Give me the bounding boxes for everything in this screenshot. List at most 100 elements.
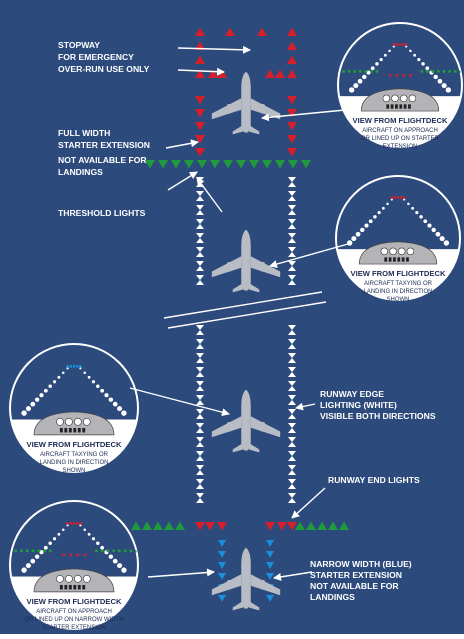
runway-edge-light	[288, 325, 296, 335]
runway-edge-light	[288, 233, 296, 243]
runway-end-light	[265, 522, 275, 531]
runway-edge-light	[196, 395, 204, 405]
runway-edge-light	[196, 205, 204, 215]
stopway-label-2: FOR EMERGENCY	[58, 52, 134, 62]
threshold-light	[317, 521, 327, 530]
stopway-label-1: STOPWAY	[58, 40, 100, 50]
arrow-icon	[291, 487, 326, 519]
arrow-icon	[147, 568, 215, 578]
runway-edge-light	[288, 479, 296, 489]
runway-edge-light	[288, 381, 296, 391]
runway-end-light	[277, 522, 287, 531]
runway-edge-light	[196, 339, 204, 349]
full-width-label-1: FULL WIDTH	[58, 128, 110, 138]
threshold-light	[197, 160, 207, 169]
stopway-light	[195, 69, 205, 78]
starter-extension-light	[195, 96, 205, 105]
stopway-label-3: OVER-RUN USE ONLY	[58, 64, 150, 74]
runway-edge-light	[288, 247, 296, 257]
runway-edge-light	[196, 479, 204, 489]
stopway-light	[225, 27, 235, 36]
threshold-light	[236, 160, 246, 169]
stopway-light	[208, 69, 218, 78]
narrow-extension-light	[218, 540, 226, 547]
starter-extension-light	[287, 96, 297, 105]
runway-edge-light	[288, 409, 296, 419]
runway-edge-light	[288, 367, 296, 377]
narrow-extension-light	[218, 573, 226, 580]
narrow-extension-light	[266, 540, 274, 547]
runway-edge-light	[196, 353, 204, 363]
runway-edge-light	[288, 353, 296, 363]
threshold-light	[153, 521, 163, 530]
stopway-light	[287, 69, 297, 78]
threshold-light	[171, 160, 181, 169]
runway-edge-light	[288, 339, 296, 349]
inset-caption-line: LANDING IN DIRECTION	[39, 460, 108, 466]
end-lights-label: RUNWAY END LIGHTS	[328, 475, 420, 485]
runway-break	[163, 291, 327, 329]
runway-edge-light	[196, 381, 204, 391]
threshold-light	[306, 521, 316, 530]
runway-edge-light	[196, 275, 204, 285]
inset-caption-line: EXTENSION	[383, 144, 418, 150]
aircraft-icon	[211, 229, 281, 293]
stopway-light	[275, 69, 285, 78]
runway-edge-light	[196, 247, 204, 257]
inset-caption-line: AIRCRAFT ON APPROACH	[36, 609, 112, 615]
runway-edge-light	[288, 275, 296, 285]
narrow-extension-light	[266, 595, 274, 602]
inset-caption-line: AIRCRAFT ON APPROACH	[362, 128, 438, 134]
edge-label-1: RUNWAY EDGE	[320, 389, 384, 399]
narrow-extension-light	[218, 595, 226, 602]
arrow-icon	[167, 171, 198, 191]
stopway-light	[195, 55, 205, 64]
narrow-extension-light	[218, 562, 226, 569]
inset-caption-line: AIRCRAFT TAXYING OR	[40, 452, 109, 458]
narrow-extension-light	[266, 551, 274, 558]
starter-extension-light	[195, 148, 205, 157]
stopway-light	[287, 27, 297, 36]
not-available-label-2: LANDINGS	[58, 167, 103, 177]
inset-title: VIEW FROM FLIGHTDECK	[353, 116, 448, 125]
arrow-icon	[295, 402, 316, 411]
inset-title: VIEW FROM FLIGHTDECK	[351, 269, 446, 278]
runway-edge-light	[288, 395, 296, 405]
threshold-light	[210, 160, 220, 169]
starter-extension-light	[287, 109, 297, 118]
flightdeck-view-inset: VIEW FROM FLIGHTDECK AIRCRAFT ON APPROACH…	[9, 500, 139, 631]
cockpit-panel-icon	[360, 88, 440, 112]
runway-end-light	[287, 522, 297, 531]
runway-edge-light	[196, 325, 204, 335]
threshold-light	[145, 160, 155, 169]
inset-caption-line: AIRCRAFT TAXYING OR	[364, 281, 433, 287]
runway-edge-light	[288, 261, 296, 271]
aircraft-icon	[211, 71, 281, 135]
runway-edge-light	[196, 367, 204, 377]
runway-edge-light	[288, 205, 296, 215]
stopway-light	[265, 69, 275, 78]
cockpit-panel-icon	[33, 568, 115, 593]
threshold-light	[275, 160, 285, 169]
not-available-label-1: NOT AVAILABLE FOR	[58, 155, 147, 165]
narrow-label-1: NARROW WIDTH (BLUE)	[310, 559, 412, 569]
arrow-icon	[269, 243, 349, 268]
starter-extension-light	[287, 122, 297, 131]
runway-end-light	[217, 522, 227, 531]
arrow-icon	[196, 177, 223, 213]
arrow-icon	[177, 45, 251, 54]
threshold-light	[295, 521, 305, 530]
narrow-label-2: STARTER EXTENSION	[310, 570, 402, 580]
aircraft-icon	[211, 389, 281, 453]
inset-title: VIEW FROM FLIGHTDECK	[27, 440, 122, 449]
starter-extension-light	[195, 109, 205, 118]
stopway-light	[287, 41, 297, 50]
threshold-light	[301, 160, 311, 169]
arrow-icon	[261, 109, 346, 122]
runway-edge-light	[288, 465, 296, 475]
inset-title: VIEW FROM FLIGHTDECK	[27, 597, 122, 606]
flightdeck-view-inset: VIEW FROM FLIGHTDECK AIRCRAFT ON APPROACH…	[337, 22, 463, 150]
labels: STOPWAY FOR EMERGENCY OVER-RUN USE ONLY …	[58, 40, 436, 602]
runway-end-light	[205, 522, 215, 531]
runway-edge-light	[196, 219, 204, 229]
